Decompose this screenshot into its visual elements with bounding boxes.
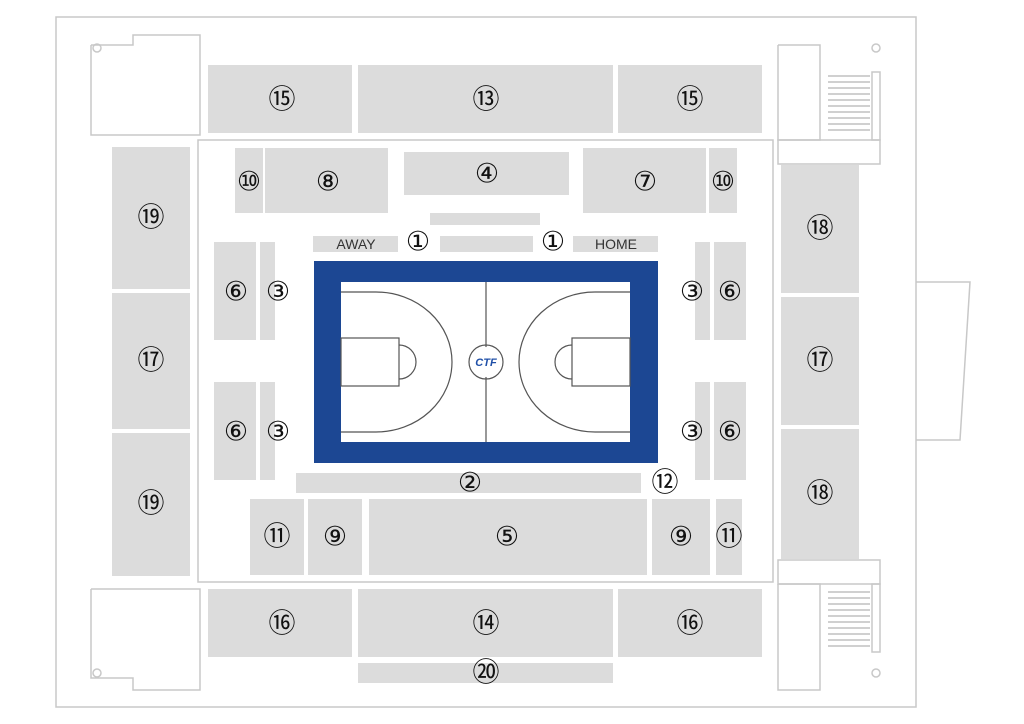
section-6-left-bottom[interactable]: ⑥	[214, 382, 256, 480]
section-17-left[interactable]: ⑰	[112, 293, 190, 429]
corner-structure-bottom-left	[90, 588, 201, 691]
section-1-left-label[interactable]: ①	[406, 227, 430, 258]
section-17-label: ⑰	[807, 346, 834, 377]
section-14-label: ⑭	[473, 609, 500, 640]
section-2-label: ②	[458, 468, 482, 499]
section-7[interactable]: ⑦	[583, 148, 706, 213]
section-15-label: ⑮	[677, 85, 704, 116]
section-5-label: ⑤	[495, 522, 519, 553]
section-14[interactable]: ⑭	[358, 589, 613, 657]
section-6-left-top[interactable]: ⑥	[214, 242, 256, 340]
section-9-label: ⑨	[323, 522, 347, 553]
section-18-label: ⑱	[807, 479, 834, 510]
section-9-left[interactable]: ⑨	[308, 499, 362, 575]
section-9-right[interactable]: ⑨	[652, 499, 710, 575]
section-16-label: ⑯	[269, 609, 296, 640]
section-15-left[interactable]: ⑮	[208, 65, 352, 133]
section-15-right[interactable]: ⑮	[618, 65, 762, 133]
section-8-label: ⑧	[316, 167, 340, 198]
corner-structure-bottom-right	[777, 559, 881, 691]
officials-table	[430, 213, 540, 225]
section-10-label: ⑩	[237, 167, 261, 198]
scorer-table	[440, 236, 533, 252]
section-6-label: ⑥	[718, 417, 742, 448]
section-18-bottom[interactable]: ⑱	[781, 429, 859, 559]
section-11-label: ⑪	[716, 522, 743, 553]
section-10-right[interactable]: ⑩	[709, 148, 737, 213]
section-10-left[interactable]: ⑩	[235, 148, 263, 213]
section-13-label: ⑬	[473, 85, 500, 116]
section-7-label: ⑦	[633, 167, 657, 198]
home-bench[interactable]: HOME	[573, 236, 658, 252]
section-4-label: ④	[475, 159, 499, 190]
section-17-label: ⑰	[138, 346, 165, 377]
section-16-left[interactable]: ⑯	[208, 589, 352, 657]
section-3-right-bottom[interactable]: ③	[680, 382, 710, 480]
section-3-left-bottom[interactable]: ③	[260, 382, 290, 480]
right-annex	[916, 281, 971, 441]
section-4[interactable]: ④	[404, 152, 569, 195]
section-10-label: ⑩	[711, 167, 735, 198]
section-19-top[interactable]: ⑲	[112, 147, 190, 289]
section-3-right-top[interactable]: ③	[680, 242, 710, 340]
home-bench-label: HOME	[595, 236, 637, 252]
section-6-label: ⑥	[224, 417, 248, 448]
center-court-logo: CTF	[475, 357, 497, 369]
arena-outline	[55, 16, 917, 708]
section-6-right-bottom[interactable]: ⑥	[714, 382, 746, 480]
basketball-court: CTF	[314, 261, 658, 463]
inner-stand-outline	[197, 139, 774, 583]
section-6-label: ⑥	[224, 277, 248, 308]
section-18-top[interactable]: ⑱	[781, 165, 859, 293]
section-16-label: ⑯	[677, 609, 704, 640]
section-9-label: ⑨	[669, 522, 693, 553]
section-16-right[interactable]: ⑯	[618, 589, 762, 657]
away-bench-label: AWAY	[336, 236, 376, 252]
section-19-bottom[interactable]: ⑲	[112, 433, 190, 576]
section-17-right[interactable]: ⑰	[781, 297, 859, 425]
section-11-right[interactable]: ⑪	[716, 499, 743, 575]
section-3-label: ③	[680, 417, 704, 448]
section-8[interactable]: ⑧	[265, 148, 388, 213]
section-12-label[interactable]: ⑫	[652, 468, 679, 499]
section-19-label: ⑲	[138, 489, 165, 520]
corner-structure-top-right	[777, 43, 881, 165]
section-20[interactable]: ⑳	[358, 658, 613, 689]
section-6-label: ⑥	[718, 277, 742, 308]
section-11-left[interactable]: ⑪	[250, 499, 304, 575]
section-6-right-top[interactable]: ⑥	[714, 242, 746, 340]
section-11-label: ⑪	[264, 522, 291, 553]
away-bench[interactable]: AWAY	[313, 236, 398, 252]
section-3-left-top[interactable]: ③	[260, 242, 290, 340]
section-19-label: ⑲	[138, 203, 165, 234]
section-13[interactable]: ⑬	[358, 65, 613, 133]
corner-structure-top-left	[90, 34, 201, 136]
section-3-label: ③	[266, 417, 290, 448]
section-18-label: ⑱	[807, 214, 834, 245]
section-3-label: ③	[680, 277, 704, 308]
section-5[interactable]: ⑤	[369, 499, 647, 575]
section-2[interactable]: ②	[296, 468, 641, 499]
section-1-right-label[interactable]: ①	[541, 227, 565, 258]
section-15-label: ⑮	[269, 85, 296, 116]
section-3-label: ③	[266, 277, 290, 308]
section-20-label: ⑳	[473, 658, 500, 689]
